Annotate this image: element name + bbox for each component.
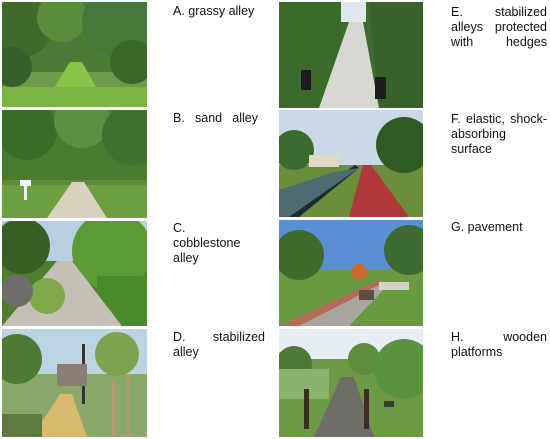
photo-grassy-alley bbox=[2, 2, 147, 107]
photo-wooden-platform bbox=[279, 329, 423, 437]
photo-pavement bbox=[279, 220, 423, 326]
caption-g: G. pavement bbox=[451, 220, 523, 234]
photo-cobblestone-alley bbox=[2, 221, 147, 326]
caption-c: C. cobblestone alley bbox=[173, 221, 241, 265]
caption-f: F. elastic, shock-absorbing surface bbox=[451, 112, 547, 156]
photo-stabilized-alley bbox=[2, 329, 147, 437]
photo-hedged-alley bbox=[279, 2, 423, 108]
caption-e: E. stabilized alleys protected with hedg… bbox=[451, 5, 547, 49]
photo-sand-alley bbox=[2, 110, 147, 218]
caption-b: B. sand alley bbox=[173, 111, 258, 125]
caption-h: H. wooden platforms bbox=[451, 330, 547, 359]
caption-d: D. stabilized alley bbox=[173, 330, 265, 359]
caption-a: A. grassy alley bbox=[173, 4, 255, 18]
photo-elastic-surface bbox=[279, 110, 423, 217]
